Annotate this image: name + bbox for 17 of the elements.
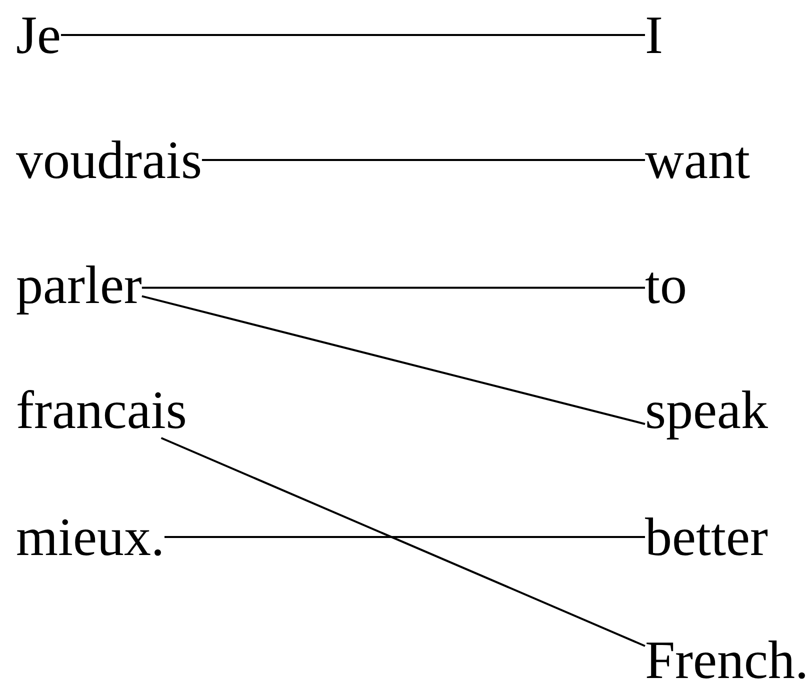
connector-line bbox=[142, 295, 646, 425]
connector-line bbox=[202, 159, 645, 161]
connector-line bbox=[164, 536, 645, 538]
word-text: better bbox=[645, 509, 768, 565]
word-text: to bbox=[645, 257, 688, 313]
connector-line bbox=[160, 437, 646, 647]
word-text: I bbox=[645, 7, 663, 63]
word-text: want bbox=[645, 132, 750, 188]
word-text: parler bbox=[16, 257, 142, 313]
word-text: voudrais bbox=[16, 132, 202, 188]
word-text: French. bbox=[645, 632, 808, 681]
word-text: Je bbox=[16, 7, 61, 63]
word-text: mieux. bbox=[16, 509, 164, 565]
connector-line bbox=[60, 34, 645, 36]
connector-line bbox=[142, 286, 645, 289]
word-text: speak bbox=[645, 382, 768, 438]
word-text: francais bbox=[16, 382, 187, 438]
